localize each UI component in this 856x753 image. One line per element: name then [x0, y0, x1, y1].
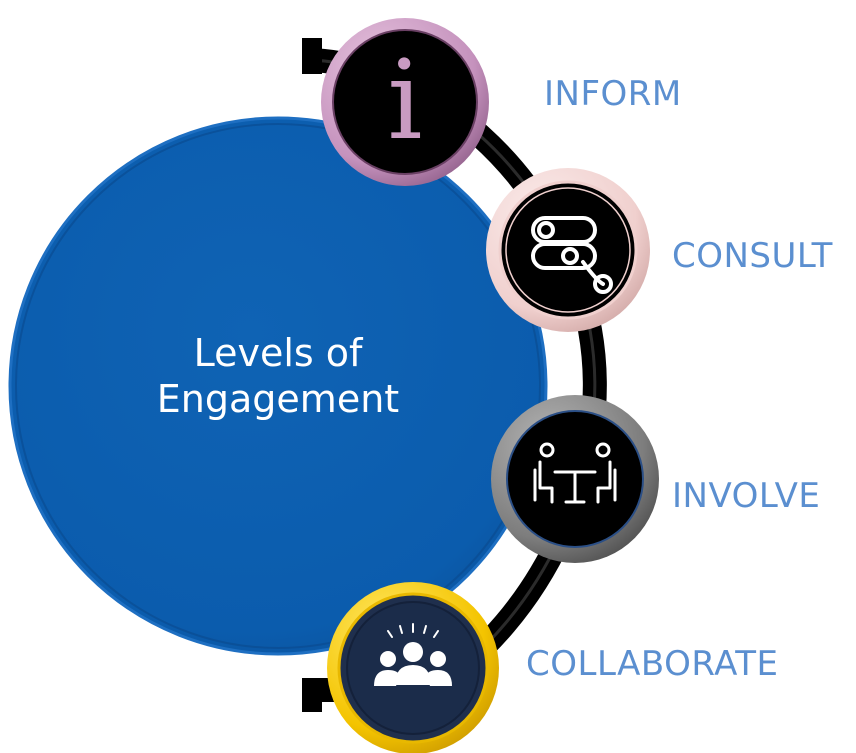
svg-text:i: i — [387, 36, 422, 164]
center-circle — [8, 116, 548, 656]
center-title-line1: Levels of — [193, 331, 363, 375]
inform-node[interactable]: i — [321, 18, 489, 186]
label-collaborate: COLLABORATE — [526, 644, 779, 684]
flowchart-icon — [531, 216, 613, 294]
center-title-line2: Engagement — [156, 377, 400, 421]
label-consult: CONSULT — [672, 236, 833, 276]
team-icon — [374, 623, 452, 686]
label-involve: INVOLVE — [672, 476, 821, 516]
collaborate-node[interactable] — [327, 582, 499, 753]
consult-node[interactable] — [486, 168, 650, 332]
info-icon: i — [387, 36, 422, 164]
label-inform: INFORM — [544, 74, 682, 114]
center-title: Levels of Engagement — [110, 330, 446, 422]
involve-node[interactable] — [491, 395, 659, 563]
meeting-icon — [533, 442, 617, 504]
